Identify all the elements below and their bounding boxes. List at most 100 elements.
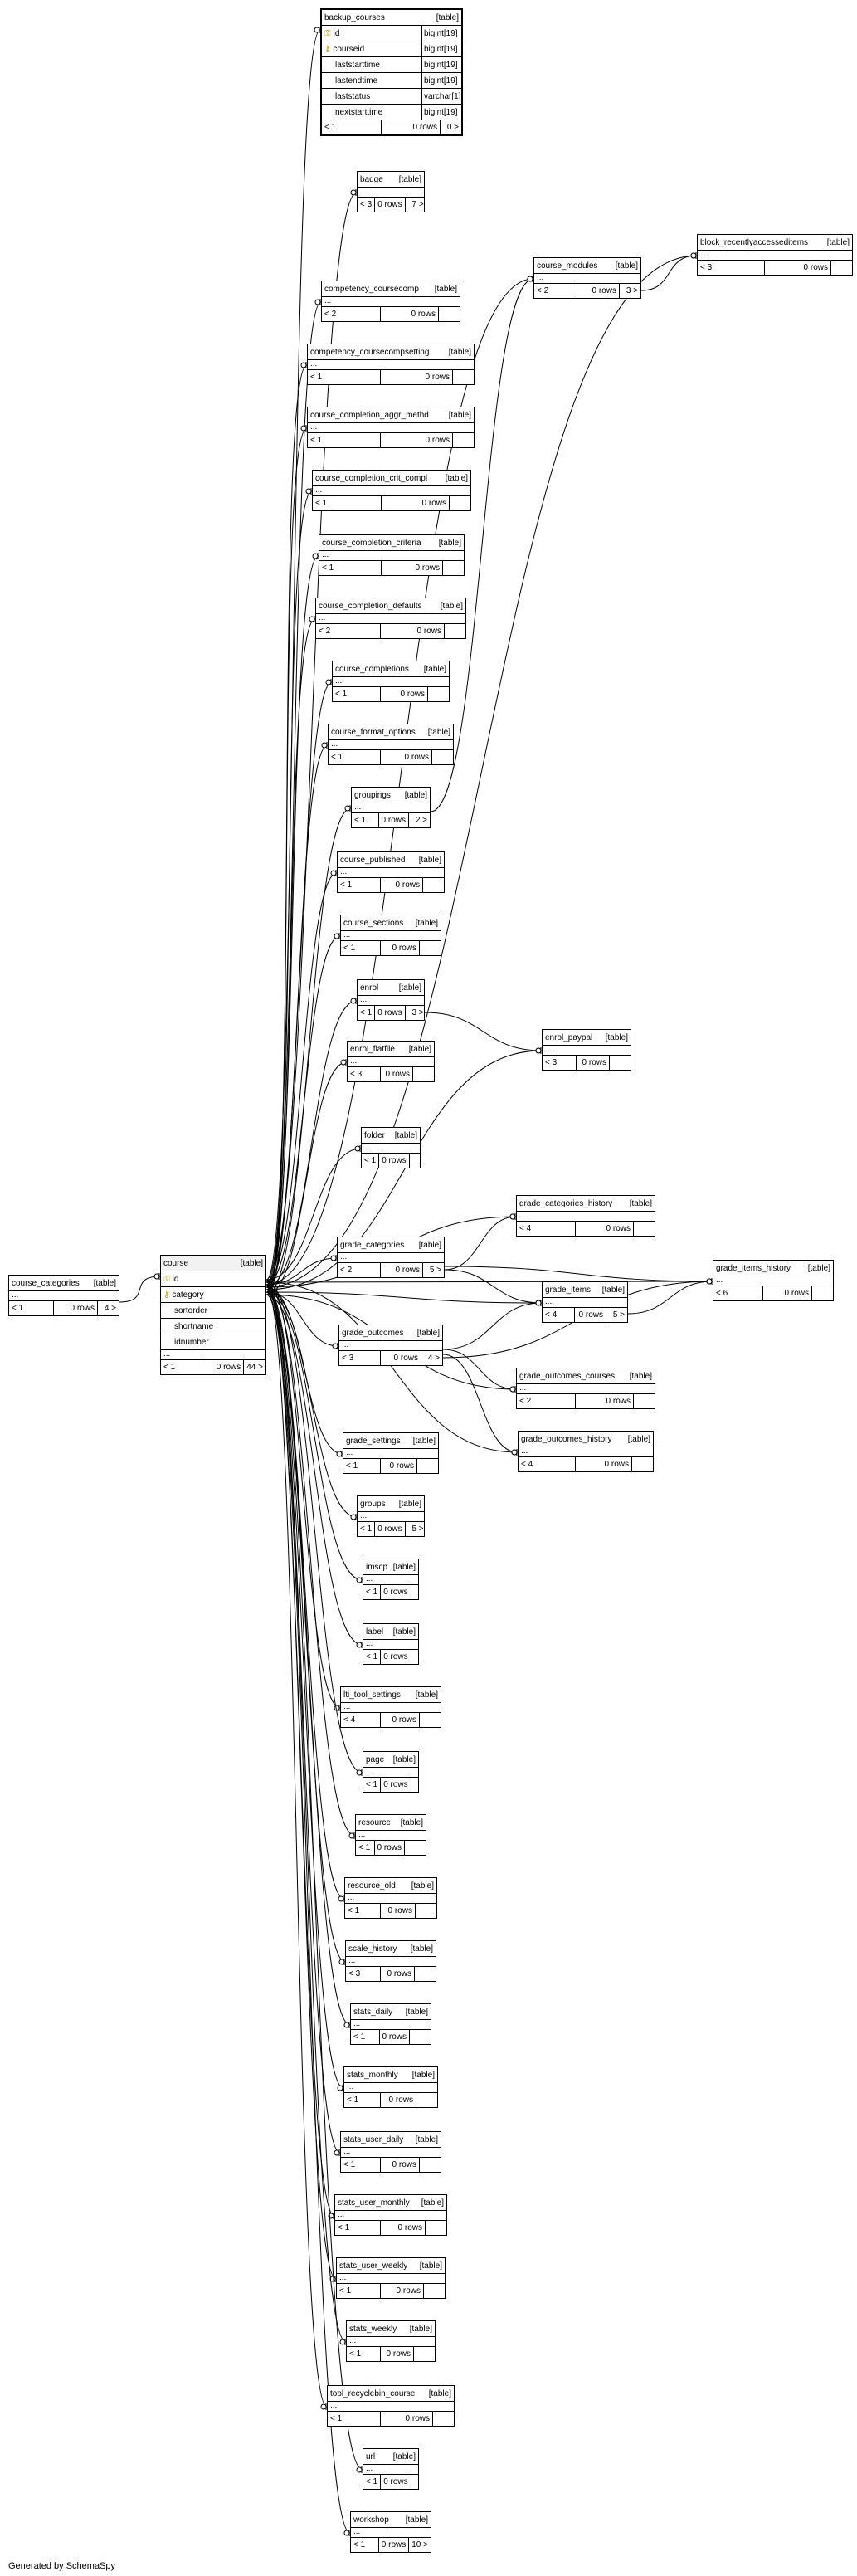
table-header[interactable]: course_completion_defaults[table] — [316, 598, 465, 614]
parent-count[interactable]: < 3 — [350, 1070, 363, 1079]
child-count[interactable] — [410, 2475, 432, 2489]
child-count[interactable] — [419, 1713, 441, 1727]
child-count[interactable] — [425, 2221, 446, 2235]
table-name[interactable]: grade_categories — [340, 1240, 405, 1250]
table-name[interactable]: workshop — [353, 2515, 389, 2525]
table-name[interactable]: enrol — [360, 983, 379, 993]
child-count[interactable] — [432, 2412, 454, 2426]
table-name[interactable]: grade_outcomes_history — [521, 1434, 612, 1444]
parent-count[interactable]: < 1 — [353, 2540, 366, 2549]
child-count[interactable] — [609, 1056, 631, 1070]
child-count[interactable] — [631, 1457, 653, 1471]
parent-count[interactable]: < 4 — [343, 1715, 356, 1725]
child-count[interactable] — [422, 878, 444, 892]
child-count[interactable] — [416, 1459, 438, 1473]
parent-count[interactable]: < 1 — [347, 2095, 359, 2105]
table-name[interactable]: course_categories — [12, 1278, 80, 1288]
table-name[interactable]: groupings — [354, 790, 391, 800]
table-header[interactable]: imscp[table] — [363, 1559, 418, 1575]
parent-count[interactable]: < 1 — [360, 1525, 373, 1534]
table-name[interactable]: competency_coursecomp — [324, 284, 419, 294]
parent-count[interactable]: < 1 — [331, 753, 343, 762]
table-header[interactable]: enrol_paypal[table] — [543, 1030, 631, 1046]
table-name[interactable]: course_modules — [537, 261, 598, 271]
parent-count[interactable]: < 1 — [324, 123, 337, 132]
table-header[interactable]: label[table] — [363, 1624, 418, 1640]
table-header[interactable]: scale_history[table] — [346, 1941, 436, 1957]
table-name[interactable]: lti_tool_settings — [343, 1690, 401, 1700]
child-count[interactable] — [408, 1154, 431, 1168]
parent-count[interactable]: < 3 — [700, 263, 713, 272]
child-count[interactable] — [410, 1585, 432, 1599]
table-name[interactable]: course_sections — [343, 918, 404, 928]
parent-count[interactable]: < 1 — [364, 1156, 377, 1165]
table-name[interactable]: stats_user_monthly — [338, 2198, 410, 2208]
table-name[interactable]: scale_history — [348, 1944, 397, 1954]
parent-count[interactable]: < 2 — [340, 1266, 353, 1275]
table-name[interactable]: course_published — [340, 855, 406, 865]
table-name[interactable]: stats_weekly — [349, 2324, 397, 2334]
child-count[interactable] — [423, 2284, 445, 2298]
table-header[interactable]: block_recentlyaccesseditems[table] — [698, 235, 852, 251]
parent-count[interactable]: < 2 — [324, 310, 337, 319]
child-count[interactable] — [452, 370, 474, 384]
table-name[interactable]: grade_categories_history — [519, 1198, 613, 1208]
table-header[interactable]: stats_monthly[table] — [344, 2067, 437, 2083]
table-course-completion-crit-compl[interactable]: course_completion_crit_compl[table]...< … — [312, 470, 471, 511]
parent-count[interactable]: < 1 — [366, 1588, 378, 1597]
table-header[interactable]: course[table] — [161, 1256, 265, 1271]
table-header[interactable]: course_completion_criteria[table] — [319, 535, 464, 551]
table-header[interactable]: grade_items[table] — [543, 1282, 627, 1298]
child-count[interactable]: 44 > — [243, 1360, 265, 1374]
parent-count[interactable]: < 1 — [353, 2032, 366, 2042]
child-count[interactable]: 5 > — [606, 1308, 627, 1322]
parent-count[interactable]: < 2 — [519, 1397, 532, 1406]
table-name[interactable]: stats_monthly — [347, 2070, 398, 2080]
table-header[interactable]: course_categories[table] — [9, 1276, 119, 1291]
child-count[interactable]: 3 > — [404, 1006, 426, 1020]
table-header[interactable]: resource[table] — [356, 1815, 426, 1831]
table-name[interactable]: resource — [358, 1817, 391, 1827]
table-header[interactable]: groups[table] — [358, 1496, 424, 1512]
table-header[interactable]: groupings[table] — [352, 788, 430, 803]
table-name[interactable]: course_completion_criteria — [322, 538, 421, 548]
table-name[interactable]: course_completions — [335, 664, 409, 674]
column-row[interactable]: shortname — [161, 1319, 265, 1334]
child-count[interactable] — [449, 496, 470, 510]
child-count[interactable] — [830, 261, 852, 275]
child-count[interactable]: 3 > — [619, 284, 640, 298]
table-name[interactable]: grade_items_history — [716, 1263, 791, 1273]
table-header[interactable]: grade_categories_history[table] — [517, 1196, 655, 1212]
table-name[interactable]: grade_items — [545, 1285, 592, 1295]
child-count[interactable]: 5 > — [404, 1522, 426, 1536]
parent-count[interactable]: < 6 — [716, 1289, 728, 1298]
table-header[interactable]: course_completion_aggr_methd[table] — [308, 407, 474, 423]
child-count[interactable] — [811, 1286, 833, 1300]
table-name[interactable]: course — [163, 1258, 189, 1268]
child-count[interactable] — [431, 750, 453, 764]
child-count[interactable] — [404, 1841, 426, 1855]
child-count[interactable] — [419, 941, 441, 955]
child-count[interactable] — [438, 307, 460, 321]
parent-count[interactable]: < 4 — [545, 1310, 558, 1320]
child-count[interactable]: 4 > — [97, 1301, 119, 1315]
